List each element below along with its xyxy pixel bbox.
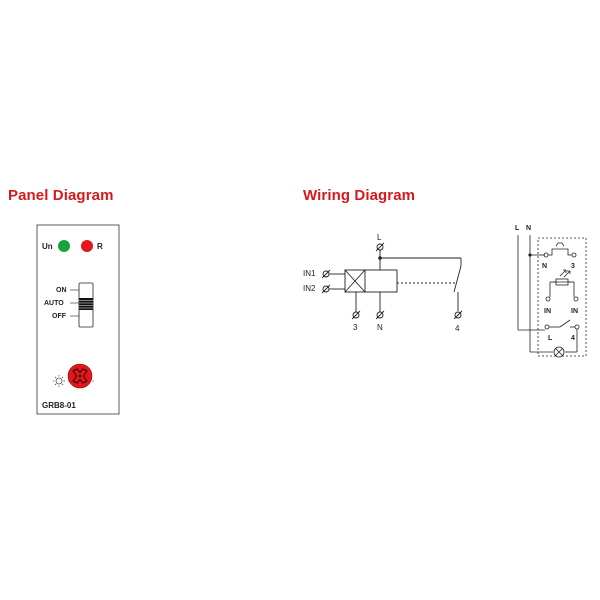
photocell-icon xyxy=(549,269,575,297)
relay-contact xyxy=(453,265,462,293)
module-wiring-diagram: L N N 3 xyxy=(515,225,587,358)
switch-on-label: ON xyxy=(56,287,67,294)
lamp-icon xyxy=(553,346,565,358)
module-switch-contact xyxy=(559,319,571,328)
supply-n-label: N xyxy=(526,225,531,232)
relay-block xyxy=(344,269,398,293)
terminal-4-label: 4 xyxy=(455,324,460,333)
switch-lever[interactable] xyxy=(79,298,93,310)
switch-auto-label: AUTO xyxy=(44,300,64,307)
wiring-diagram: L IN1 IN2 xyxy=(303,233,463,333)
terminal-in1-symbol xyxy=(321,269,331,279)
panel-diagram: Un R ON AUTO OFF xyxy=(36,224,120,415)
sensitivity-knob[interactable] xyxy=(67,363,93,389)
input-in2-label: IN2 xyxy=(303,284,316,293)
wiring-diagram-title: Wiring Diagram xyxy=(303,187,416,204)
terminal-n-label: N xyxy=(377,323,383,332)
terminal-4-symbol xyxy=(453,310,463,320)
mode-switch[interactable] xyxy=(78,282,94,328)
led-un-label: Un xyxy=(42,242,53,251)
terminal-3-label: 3 xyxy=(353,323,358,332)
module-terminal-l-label: L xyxy=(548,335,553,342)
terminal-3-symbol xyxy=(351,310,361,320)
module-terminal-3-label: 3 xyxy=(571,263,575,270)
supply-l-label: L xyxy=(515,225,520,232)
terminal-l-symbol xyxy=(375,242,385,252)
module-terminal-in-left-label: IN xyxy=(544,308,551,315)
module-terminal-in-right-label: IN xyxy=(571,308,578,315)
terminal-n-symbol xyxy=(375,310,385,320)
switch-off-label: OFF xyxy=(52,313,67,320)
sun-icon xyxy=(53,375,65,387)
model-label: GRB8-01 xyxy=(42,401,76,410)
knob-cross-slot xyxy=(72,368,88,384)
input-in1-label: IN1 xyxy=(303,269,316,278)
led-r-label: R xyxy=(97,242,103,251)
module-terminal-4-label: 4 xyxy=(571,335,575,342)
module-housing xyxy=(537,237,587,357)
led-r-indicator xyxy=(81,240,93,252)
module-terminal-n-label: N xyxy=(542,263,547,270)
panel-diagram-title: Panel Diagram xyxy=(8,187,114,204)
terminal-in2-symbol xyxy=(321,284,331,294)
terminal-l-label: L xyxy=(377,233,382,242)
led-un-indicator xyxy=(58,240,70,252)
